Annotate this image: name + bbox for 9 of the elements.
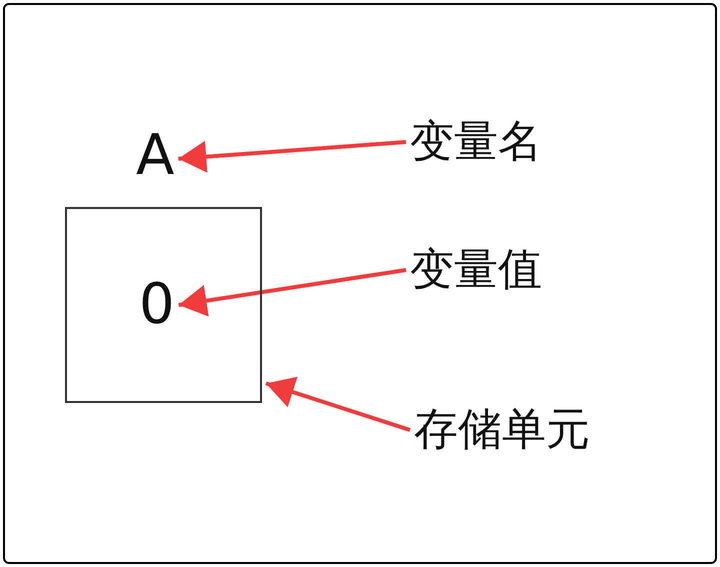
storage-box (65, 207, 262, 403)
arrow (178, 268, 406, 317)
arrow (178, 140, 406, 173)
variable-name: A (136, 128, 174, 184)
annotation-label: 变量值 (410, 248, 542, 292)
annotation-label: 存储单元 (414, 408, 590, 452)
variable-value: 0 (139, 277, 175, 333)
annotation-label: 变量名 (410, 120, 542, 164)
arrow (265, 376, 411, 432)
